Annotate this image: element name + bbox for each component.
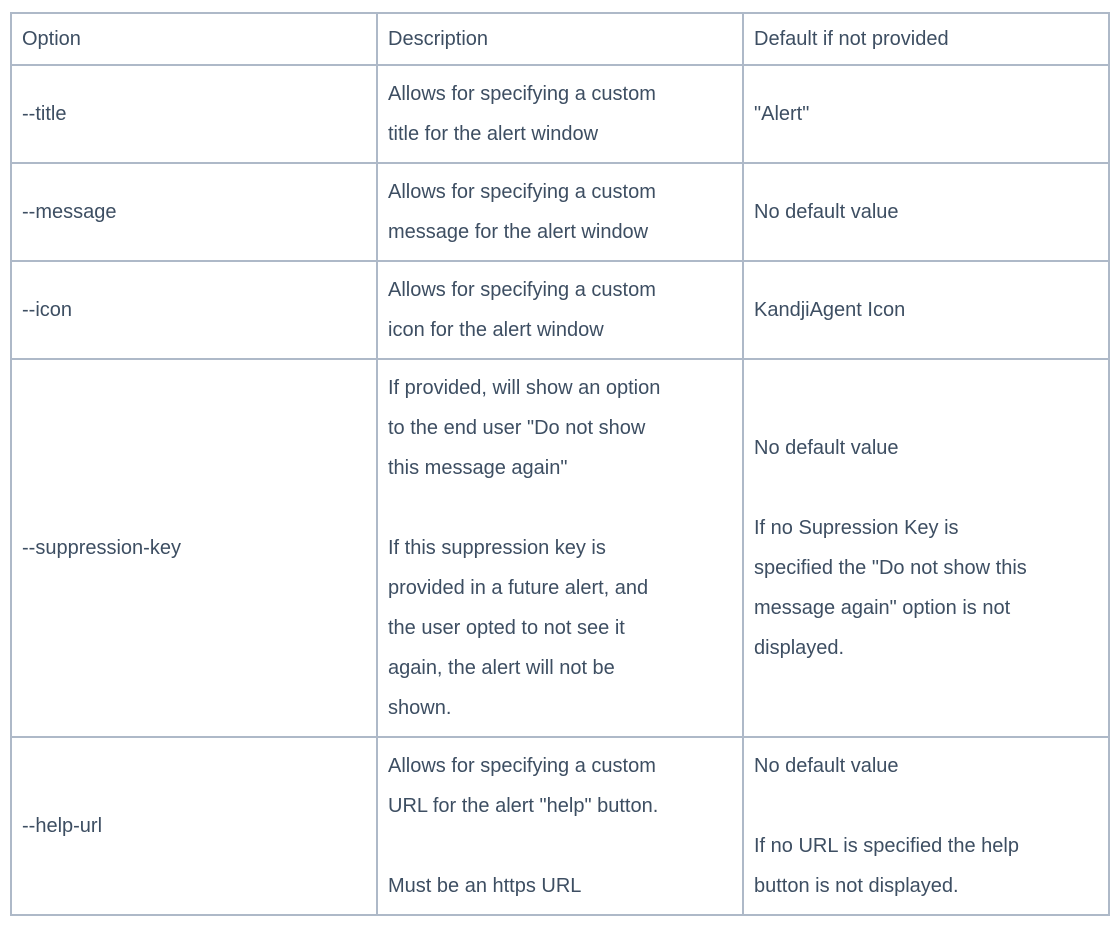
table-row: --icon Allows for specifying a custom ic… (10, 260, 1110, 360)
default-cell: "Alert" (742, 64, 1110, 164)
alert-options-table: Option Description Default if not provid… (10, 12, 1110, 916)
default-cell: KandjiAgent Icon (742, 260, 1110, 360)
default-cell: No default value (742, 162, 1110, 262)
column-header-description: Description (376, 12, 744, 66)
description-cell: Allows for specifying a custom message f… (376, 162, 744, 262)
table-row: --title Allows for specifying a custom t… (10, 64, 1110, 164)
table-row: --suppression-key If provided, will show… (10, 358, 1110, 738)
column-header-default: Default if not provided (742, 12, 1110, 66)
option-cell: --icon (10, 260, 378, 360)
description-cell: Allows for specifying a custom icon for … (376, 260, 744, 360)
table-row: --help-url Allows for specifying a custo… (10, 736, 1110, 916)
table-row: --message Allows for specifying a custom… (10, 162, 1110, 262)
option-cell: --help-url (10, 736, 378, 916)
default-cell: No default value If no URL is specified … (742, 736, 1110, 916)
option-cell: --title (10, 64, 378, 164)
option-cell: --message (10, 162, 378, 262)
column-header-option: Option (10, 12, 378, 66)
default-cell: No default value If no Supression Key is… (742, 358, 1110, 738)
table-header-row: Option Description Default if not provid… (10, 12, 1110, 66)
option-cell: --suppression-key (10, 358, 378, 738)
description-cell: If provided, will show an option to the … (376, 358, 744, 738)
description-cell: Allows for specifying a custom URL for t… (376, 736, 744, 916)
description-cell: Allows for specifying a custom title for… (376, 64, 744, 164)
